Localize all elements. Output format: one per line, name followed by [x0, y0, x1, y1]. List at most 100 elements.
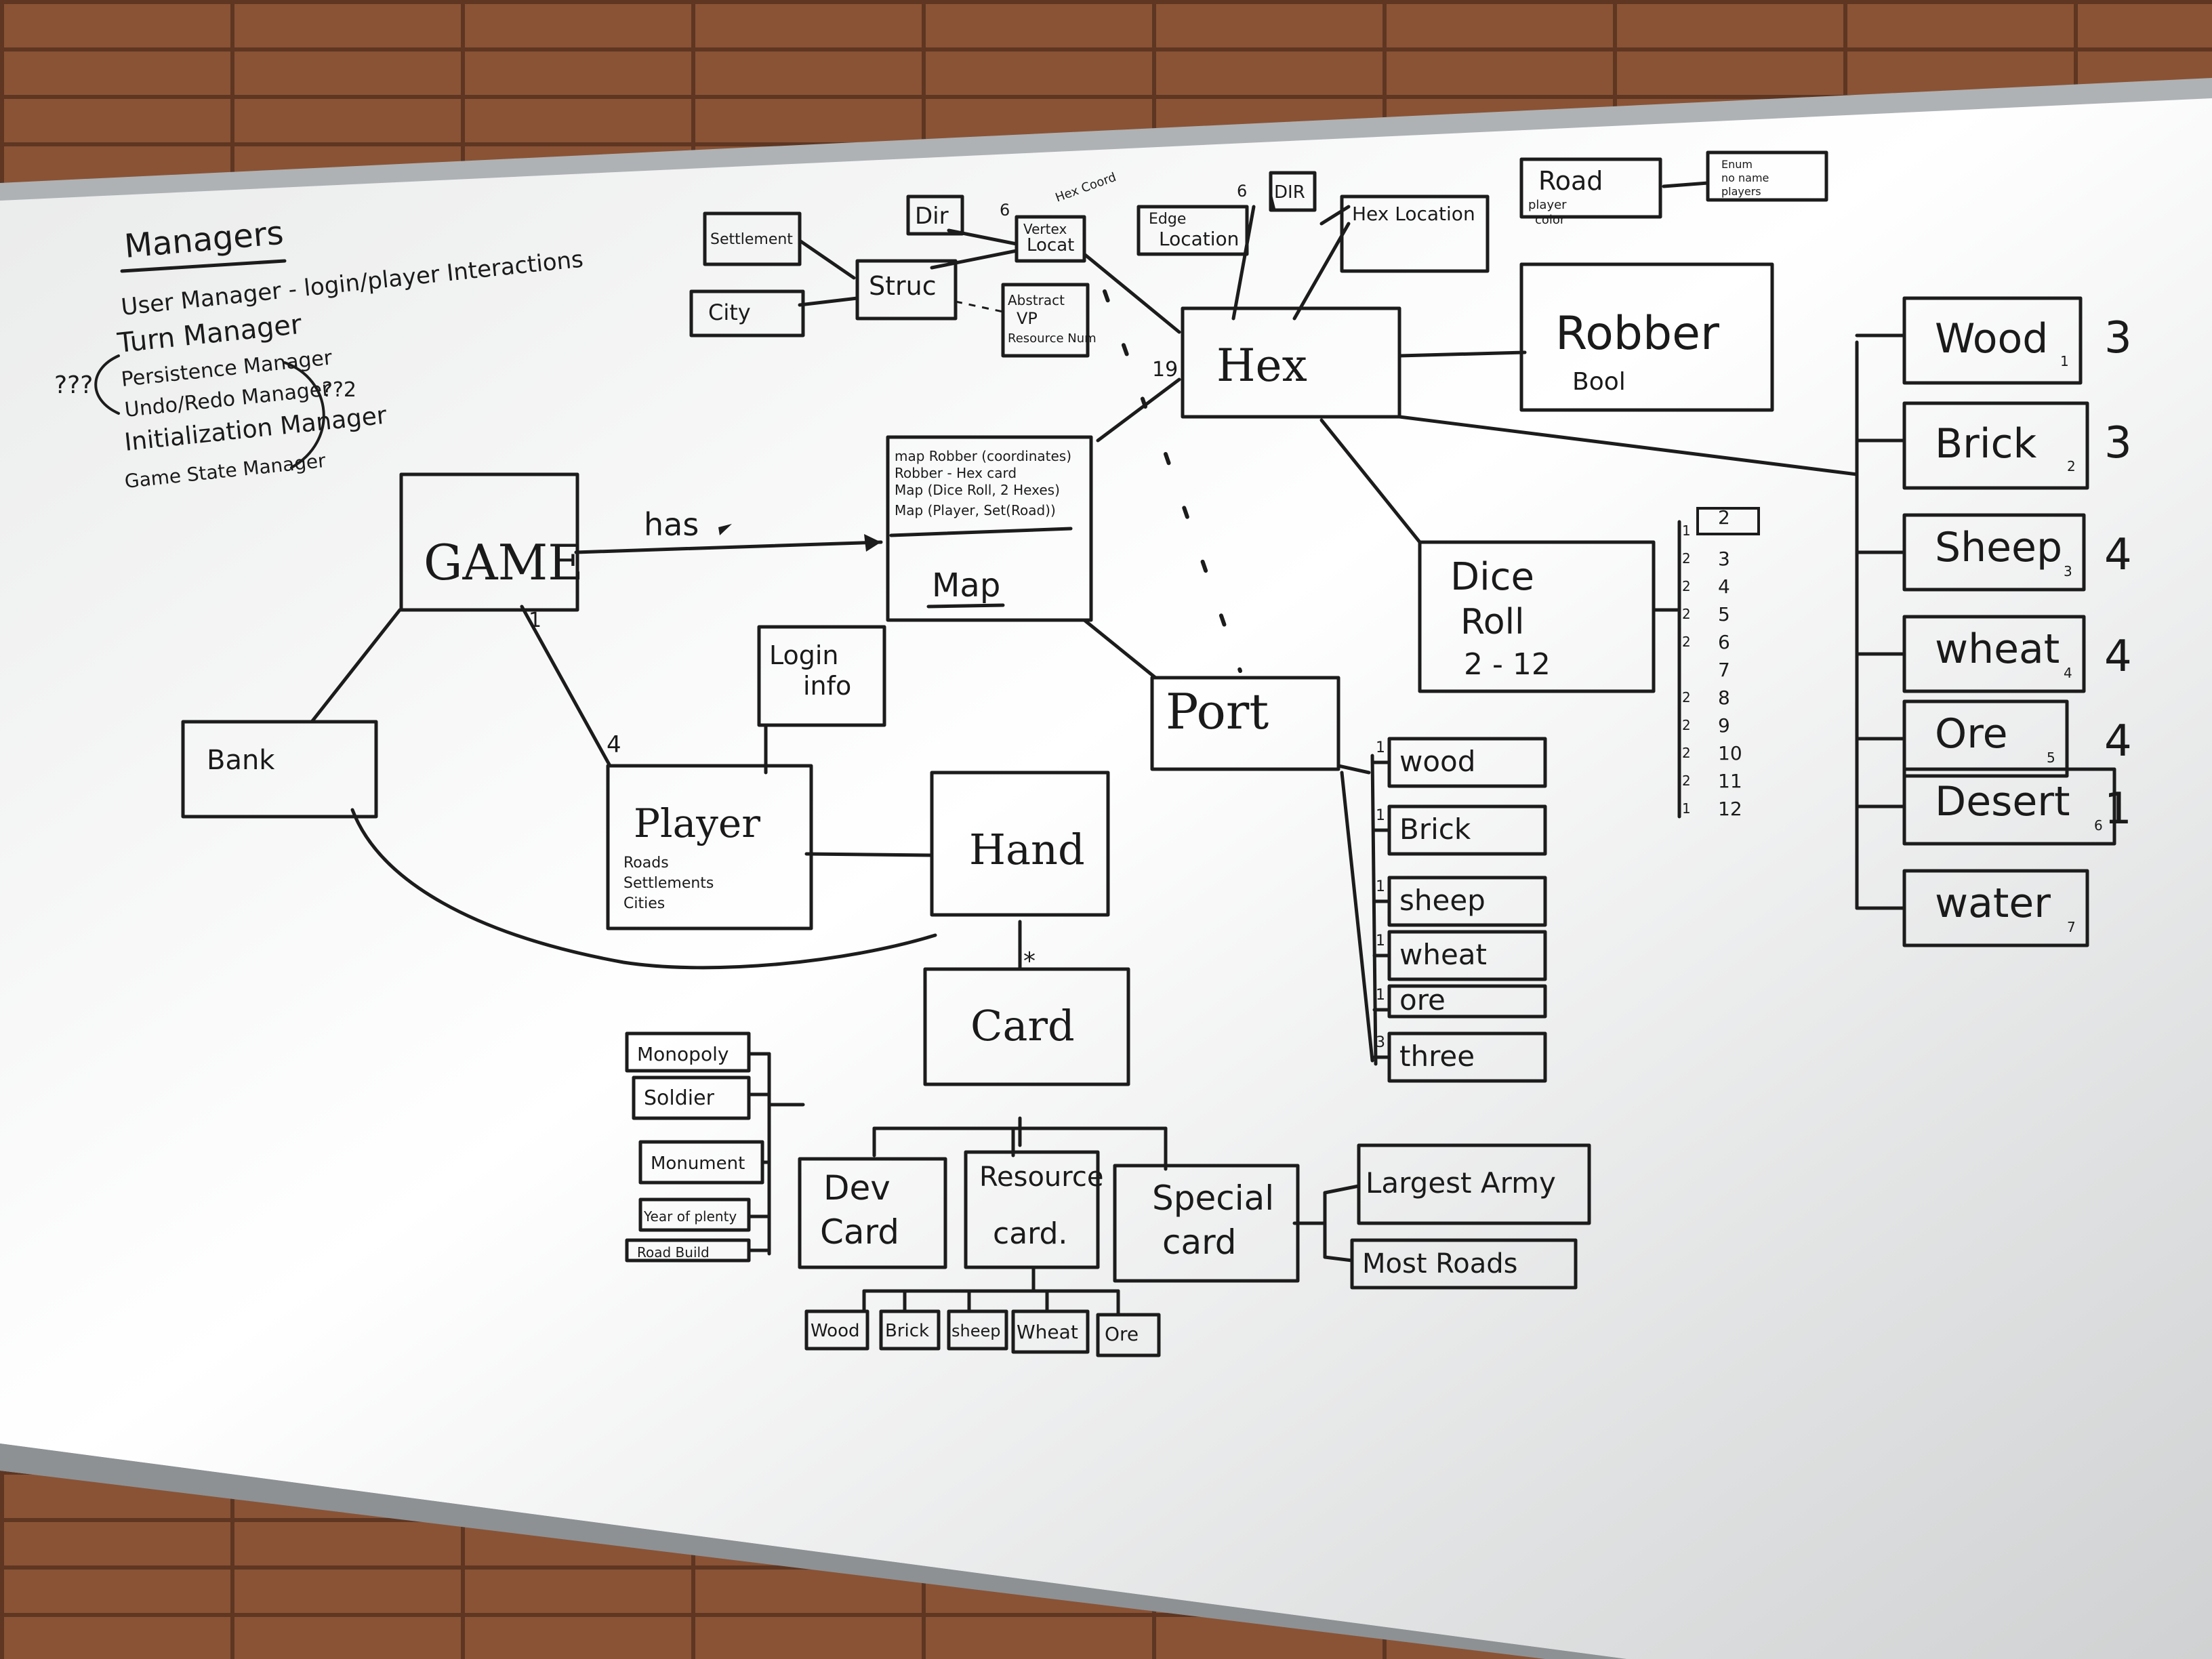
robber-label: Robber [1555, 307, 1719, 361]
dice-label-3: 2 - 12 [1464, 647, 1551, 682]
resource-item-3: Wheat [1017, 1321, 1078, 1343]
special-card-label-1: Special [1152, 1179, 1274, 1218]
dev-card-label-1: Dev [823, 1168, 890, 1208]
dev-card-box: Dev Card [798, 1157, 947, 1269]
map-note-1: Robber - Hex card [895, 465, 1017, 481]
resource-item-0: Wood [811, 1321, 860, 1341]
hex-type-index: 2 [2067, 458, 2076, 474]
hex-type-index: 3 [2064, 563, 2072, 579]
robber-sub: Bool [1572, 368, 1626, 396]
hex-type-count: 3 [2104, 313, 2132, 363]
hex-type-label: Brick [1935, 420, 2036, 468]
managers-bracket-left [94, 354, 120, 415]
map-note-2: Map (Dice Roll, 2 Hexes) [895, 482, 1060, 498]
resource-card-box: Resource card. [964, 1150, 1103, 1269]
hex-type-index: 6 [2094, 817, 2103, 834]
hand-label: Hand [969, 825, 1085, 874]
dice-count: 2 [1682, 578, 1691, 594]
special-item-0: Largest Army [1366, 1166, 1556, 1200]
whiteboard-surface [0, 98, 2212, 1659]
dice-number: 6 [1718, 631, 1730, 653]
road-sub1: player [1528, 198, 1567, 212]
port-item-mult: 1 [1376, 933, 1385, 949]
port-item-mult: 1 [1376, 807, 1385, 824]
hex-type-count: 1 [2104, 784, 2132, 834]
hex-type-box [1902, 401, 2089, 490]
game-box: GAME 1 has [399, 472, 699, 632]
settlement-label: Settlement [710, 231, 793, 248]
special-card-label-2: card [1162, 1223, 1237, 1262]
hand-box: Hand * [930, 771, 1110, 975]
dice-count: 2 [1682, 689, 1691, 705]
managers-bracket-right [283, 361, 325, 469]
port-item-mult: 1 [1376, 987, 1385, 1004]
port-item-label: wood [1399, 745, 1475, 778]
hex-type-label: Wood [1935, 315, 2048, 363]
dice-number: 11 [1718, 770, 1742, 792]
card-label: Card [970, 1001, 1075, 1050]
dice-number: 10 [1718, 742, 1742, 764]
enum-label-2: players [1721, 185, 1761, 198]
special-card-box: Special card Largest Army Most Roads [1113, 1143, 1591, 1290]
resource-card-label-2: card. [993, 1216, 1067, 1251]
game-label: GAME [424, 534, 583, 591]
port-box: Port [1150, 676, 1340, 771]
port-item-label: wheat [1399, 938, 1487, 971]
dice-count: 1 [1682, 523, 1691, 539]
resource-item-1: Brick [885, 1321, 929, 1341]
hex-type-count: 4 [2104, 632, 2132, 682]
hex-type-count: 4 [2104, 716, 2132, 766]
port-item-mult: 1 [1376, 878, 1385, 895]
dice-number: 3 [1718, 548, 1730, 570]
resource-card-label-1: Resource [979, 1162, 1103, 1193]
player-detail-2: Cities [623, 895, 665, 912]
edge-cluster: Edge Location 6 DIR Hex Location Road pl… [1136, 150, 1828, 273]
edge-label-0: Edge [1149, 211, 1186, 228]
dev-card-items: Monopoly Soldier Monument Year of plenty… [625, 1031, 771, 1263]
edge-label-1: Location [1159, 228, 1239, 250]
player-box: 4 Player Roads Settlements Cities [606, 731, 813, 930]
dice-count: 2 [1682, 634, 1691, 650]
login-label-1: Login [769, 640, 839, 670]
managers-q-left: ??? [54, 371, 93, 399]
resource-item-2: sheep [951, 1322, 1000, 1340]
dice-label-2: Roll [1460, 602, 1525, 642]
game-has-label: has [644, 506, 699, 543]
whiteboard-tray [0, 1443, 1626, 1659]
login-label-2: info [803, 671, 851, 701]
port-item-mult: 1 [1376, 739, 1385, 756]
player-detail-1: Settlements [623, 875, 714, 892]
dev-item-3: Year of plenty [643, 1208, 737, 1225]
login-box: Login info [757, 625, 886, 727]
dev-item-1: Soldier [644, 1086, 715, 1110]
dice-count: 2 [1682, 745, 1691, 761]
hex-type-count: 4 [2104, 530, 2132, 580]
dice-count: 1 [1682, 800, 1691, 817]
card-box: Card [923, 967, 1130, 1086]
port-item-box [1387, 984, 1547, 1019]
dice-box: Dice Roll 2 - 12 [1418, 540, 1656, 693]
robber-box: Robber Bool [1519, 262, 1774, 412]
hex-type-label: Sheep [1935, 524, 2062, 571]
port-item-mult: 3 [1376, 1034, 1385, 1051]
dice-count: 2 [1682, 606, 1691, 622]
dice-number: 2 [1718, 506, 1730, 529]
port-label: Port [1166, 683, 1269, 740]
port-item-label: sheep [1399, 884, 1486, 917]
abstract-label-1: VP [1017, 309, 1038, 328]
dice-number: 9 [1718, 714, 1730, 737]
abstract-label-0: Abstract [1008, 292, 1065, 308]
resource-card-items: Wood Brick sheep Wheat Ore [804, 1289, 1161, 1357]
enum-label-0: Enum [1721, 158, 1753, 171]
map-note-0: map Robber (coordinates) [895, 448, 1071, 464]
abstract-label-2: Resource Num [1008, 331, 1097, 346]
dice-label-1: Dice [1450, 555, 1534, 599]
dice-number: 5 [1718, 603, 1730, 626]
dev-item-4: Road Build [637, 1244, 710, 1261]
struc-label: Struc [869, 271, 937, 301]
city-label: City [708, 300, 751, 325]
dice-count: 2 [1682, 773, 1691, 789]
hex-type-label: wheat [1935, 626, 2060, 673]
